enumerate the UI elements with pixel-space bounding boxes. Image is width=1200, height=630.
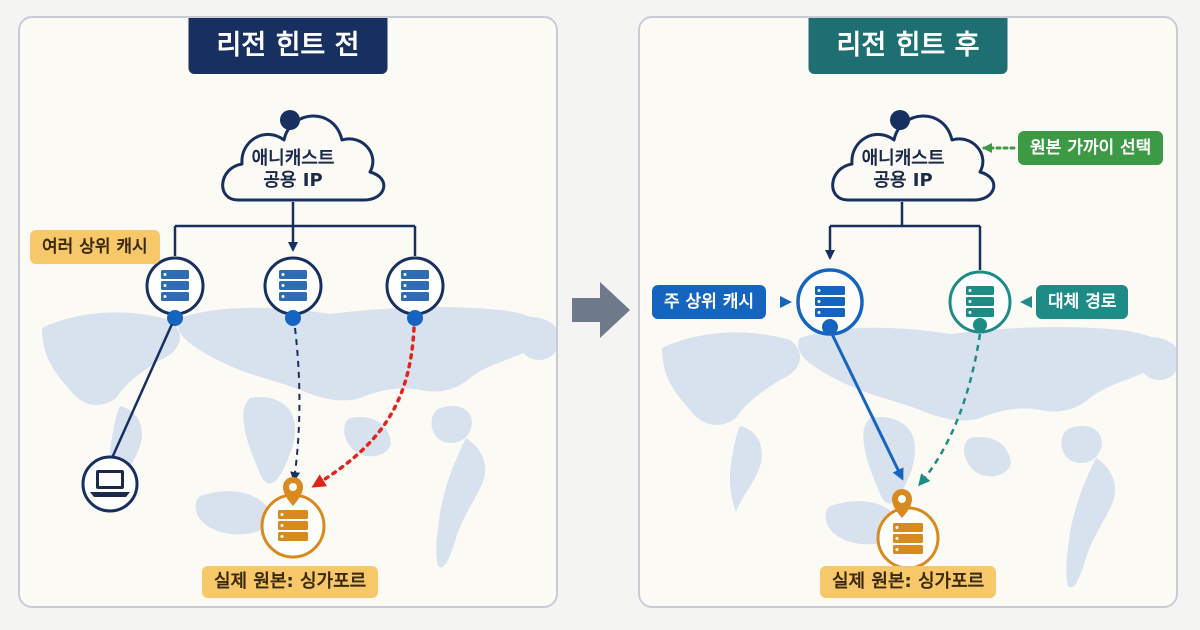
cloud-branches (173, 202, 417, 256)
fallback-upstream-server (948, 270, 1012, 334)
server-icon (815, 286, 845, 317)
server-icon (966, 286, 994, 317)
origin-tag: 실제 원본: 싱가포르 (820, 566, 997, 598)
server-icon (279, 270, 307, 301)
panel-title: 리전 힌트 후 (808, 18, 1008, 74)
before-diagram (42, 110, 556, 568)
cloud-branches (825, 202, 982, 270)
primary-pointer-icon (780, 296, 792, 308)
panel-title: 리전 힌트 전 (188, 18, 388, 74)
right-arrow-icon (572, 282, 630, 338)
cloud-label-line2: 공용 IP (873, 170, 933, 191)
cloud-label-line1: 애니캐스트 (251, 148, 335, 169)
fallback-path (918, 333, 982, 487)
location-pin-icon (892, 489, 912, 518)
primary-path (830, 333, 904, 481)
cloud-icon (221, 110, 386, 202)
cloud-label: 애니캐스트 공용 IP (828, 148, 978, 192)
server-icon (161, 270, 189, 301)
before-panel: 리전 힌트 전 애니캐스트 공용 IP 여러 상위 캐시 실제 원본: 싱가포르 (18, 16, 558, 608)
cloud-icon (831, 110, 996, 202)
cloud-label-line1: 애니캐스트 (861, 148, 945, 169)
cloud-dot (280, 110, 300, 130)
upstream-caches-tag: 여러 상위 캐시 (30, 230, 160, 264)
server-icon (278, 510, 308, 541)
cloud-label: 애니캐스트 공용 IP (218, 148, 368, 192)
origin-tag: 실제 원본: 싱가포르 (202, 566, 379, 598)
after-panel: 리전 힌트 후 애니캐스트 공용 IP 원본 가까이 선택 주 상위 캐시 대체… (638, 16, 1178, 608)
upstream-server-left (145, 256, 205, 326)
client-path (110, 323, 174, 459)
server-icon (401, 270, 429, 301)
world-map (662, 327, 1176, 588)
right-to-origin-path (311, 326, 416, 488)
origin-server (260, 477, 326, 559)
after-diagram (662, 110, 1176, 588)
world-map (42, 307, 556, 568)
upstream-server-right (385, 256, 445, 326)
primary-upstream-server (796, 268, 864, 336)
laptop-icon (81, 455, 139, 513)
upstream-server-center (263, 256, 323, 326)
fallback-route-tag: 대체 경로 (1036, 285, 1129, 319)
primary-cache-tag: 주 상위 캐시 (652, 285, 767, 319)
fallback-pointer-icon (1020, 296, 1032, 308)
cloud-dot (890, 110, 910, 130)
server-icon (893, 523, 923, 554)
center-to-origin-path (290, 327, 301, 482)
hint-tag: 원본 가까이 선택 (1018, 131, 1164, 165)
location-pin-icon (283, 477, 303, 506)
cloud-label-line2: 공용 IP (263, 170, 323, 191)
